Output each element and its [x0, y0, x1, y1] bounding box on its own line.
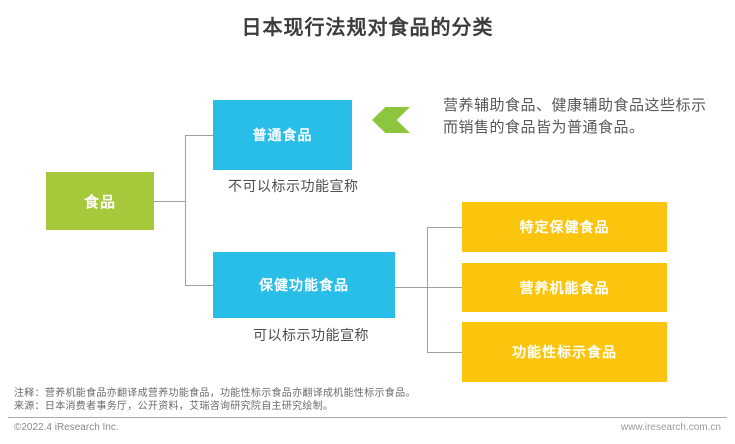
footnote-source: 来源：日本消费者事务厅，公开资料，艾瑞咨询研究院自主研究绘制。: [14, 401, 334, 412]
footnote-note: 注释：营养机能食品亦翻译成营养功能食品，功能性标示食品亦翻译成机能性标示食品。: [14, 388, 416, 399]
left-chevron-arrow-icon: [372, 107, 410, 133]
callout-line-2: 而销售的食品皆为普通食品。: [443, 119, 645, 136]
connector-line: [185, 285, 213, 286]
page-title: 日本现行法规对食品的分类: [241, 17, 494, 39]
connector-line: [427, 227, 462, 228]
connector-line: [395, 287, 427, 288]
connector-line: [427, 287, 462, 288]
node-food: 食品: [46, 172, 154, 230]
footer-divider: [8, 417, 727, 418]
connector-line: [185, 135, 186, 286]
callout-annotation: 营养辅助食品、健康辅助食品这些标示 而销售的食品皆为普通食品。: [443, 95, 707, 139]
caption-ordinary-food: 不可以标示功能宣称: [228, 178, 359, 194]
node-health-functional-food: 保健功能食品: [213, 252, 395, 318]
caption-health-functional-food: 可以标示功能宣称: [253, 327, 369, 343]
connector-line: [427, 227, 428, 353]
connector-line: [427, 352, 462, 353]
node-ordinary-food: 普通食品: [213, 100, 352, 170]
footnote-block: 注释：营养机能食品亦翻译成营养功能食品，功能性标示食品亦翻译成机能性标示食品。 …: [14, 387, 416, 413]
node-specified-health-food: 特定保健食品: [462, 202, 667, 252]
node-function-claim-food: 功能性标示食品: [462, 322, 667, 382]
connector-line: [185, 135, 213, 136]
callout-line-1: 营养辅助食品、健康辅助食品这些标示: [443, 97, 707, 114]
node-nutrition-function-food: 营养机能食品: [462, 263, 667, 312]
copyright-text: ©2022.4 iResearch Inc.: [14, 422, 119, 433]
connector-line: [154, 201, 185, 202]
website-text: www.iresearch.com.cn: [620, 422, 721, 433]
